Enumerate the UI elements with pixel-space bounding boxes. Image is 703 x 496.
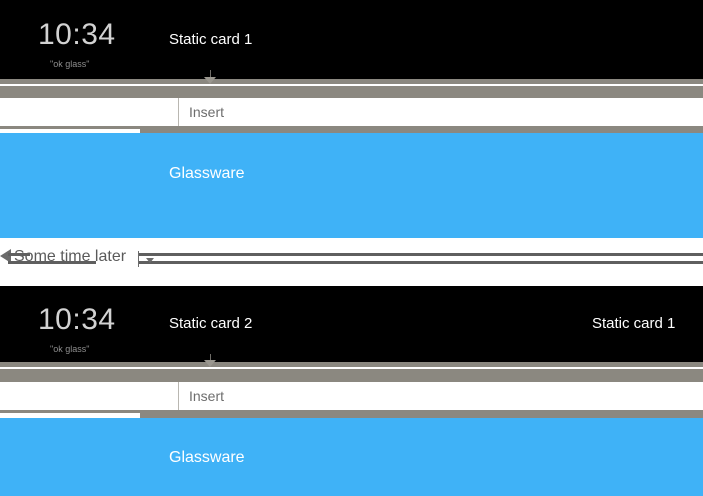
card-label-static-card-1-bottom: Static card 1 xyxy=(592,315,676,332)
connector-label-insert-bottom: Insert xyxy=(189,388,225,404)
connector-rule-top-3 xyxy=(0,126,703,133)
connector-divider-bottom xyxy=(178,382,179,410)
time-separator-rule-lower xyxy=(138,261,703,264)
time-separator-sub-arrow xyxy=(146,258,154,263)
glassware-label-top: Glassware xyxy=(169,165,245,182)
connector-rule-bottom-2 xyxy=(0,369,703,382)
time-separator-arrow-tail-lower xyxy=(8,261,96,264)
lifeline-tick-bottom xyxy=(210,354,211,362)
card-label-static-card-1-top: Static card 1 xyxy=(169,31,253,48)
clock-readout-top: 10:34 xyxy=(38,18,116,51)
connector-rule-bottom-3-notch xyxy=(0,413,140,418)
insert-arrow-head-bottom xyxy=(204,360,216,367)
connector-lane-bottom: Insert xyxy=(0,382,703,410)
connector-rule-top-1 xyxy=(0,79,703,84)
time-separator-rule-upper xyxy=(138,253,703,256)
glassware-label-bottom: Glassware xyxy=(169,449,245,466)
glassware-strip-top: Glassware xyxy=(0,133,703,238)
connector-divider-top xyxy=(178,98,179,126)
glass-card-strip-top: 10:34 "ok glass" Static card 1 xyxy=(0,0,703,79)
connector-rule-bottom-3 xyxy=(0,410,703,418)
connector-rule-top-3-notch xyxy=(0,129,140,133)
connector-label-insert-top: Insert xyxy=(189,104,225,120)
insert-arrow-head-top xyxy=(204,77,216,84)
clock-readout-bottom: 10:34 xyxy=(38,303,116,336)
time-separator: Some time later xyxy=(0,238,703,286)
connector-rule-top-2 xyxy=(0,86,703,98)
time-separator-tick xyxy=(138,251,139,267)
voice-hint-bottom: "ok glass" xyxy=(50,344,90,354)
connector-lane-top: Insert xyxy=(0,98,703,126)
voice-hint-top: "ok glass" xyxy=(50,59,90,69)
connector-gap-bottom-1 xyxy=(0,367,703,369)
connector-rule-bottom-1 xyxy=(0,362,703,367)
lifeline-tick-top xyxy=(210,70,211,79)
glass-card-strip-bottom: 10:34 "ok glass" Static card 2 Static ca… xyxy=(0,286,703,362)
time-separator-arrow-tail-upper xyxy=(8,253,30,256)
glassware-strip-bottom: Glassware xyxy=(0,418,703,496)
time-separator-label: Some time later xyxy=(14,248,127,265)
time-separator-arrow-head xyxy=(0,249,11,263)
connector-gap-top-1 xyxy=(0,84,703,86)
card-label-static-card-2-bottom: Static card 2 xyxy=(169,315,253,332)
